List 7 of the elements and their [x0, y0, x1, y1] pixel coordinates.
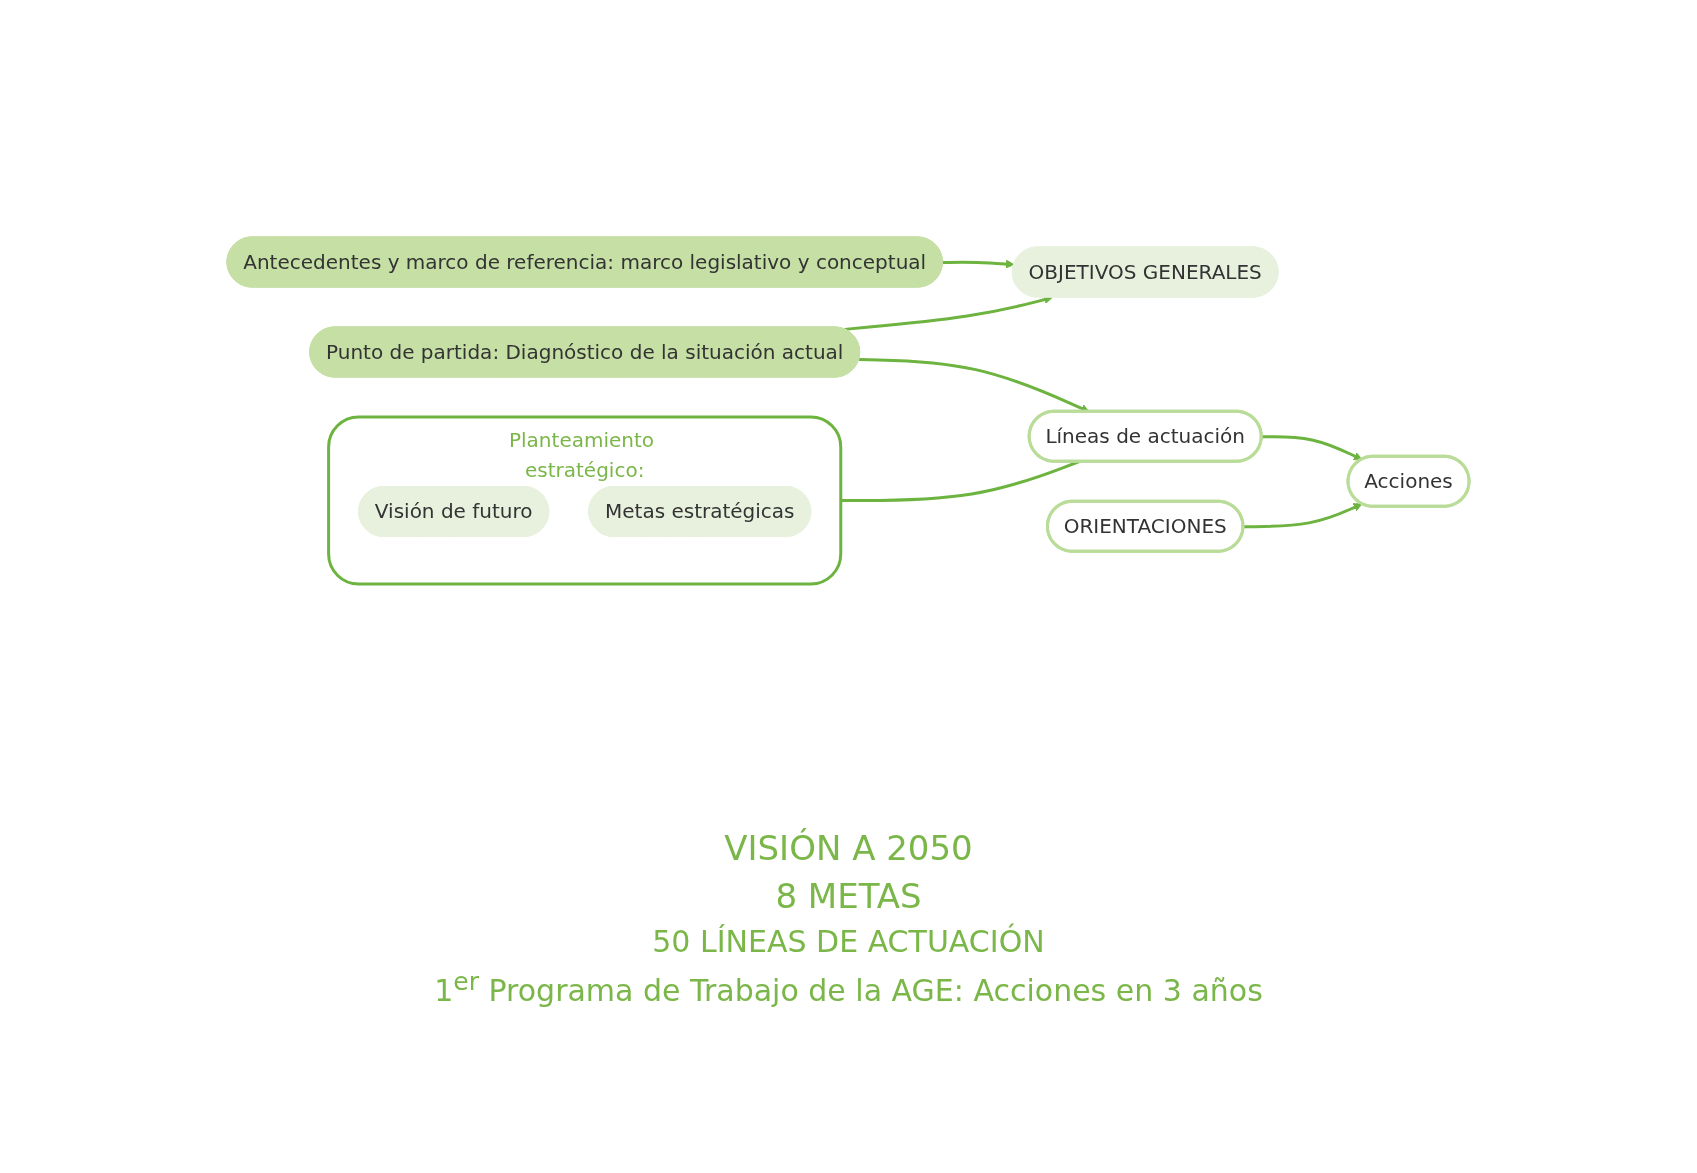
arrow [1243, 502, 1363, 528]
summary-line: 8 METAS [774, 876, 923, 916]
arrow [1262, 434, 1363, 460]
summary-line: 50 LÍNEAS DE ACTUACIÓN [651, 924, 1046, 959]
summary-line: VISIÓN A 2050 [723, 828, 974, 868]
summary-line: 1$^{er}$ Programa de Trabajo de la AGE: Acciones en 3 años [434, 967, 1263, 1008]
arrow [943, 259, 1015, 268]
